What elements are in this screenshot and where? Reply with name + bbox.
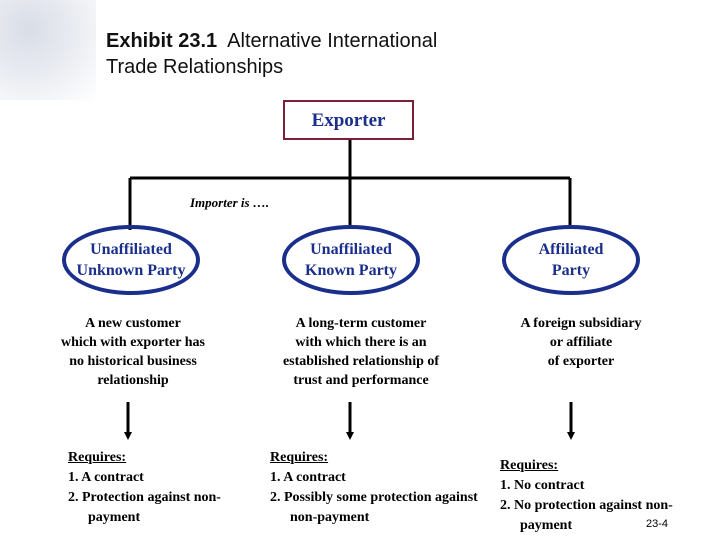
description-line: no historical business <box>69 354 197 369</box>
requirement-item: 2. Possibly some protection against non-… <box>270 490 478 525</box>
requirement-item: 1. A contract <box>270 470 346 485</box>
node-unaffiliated-known: Unaffiliated Known Party <box>282 225 420 295</box>
requirement-item: 1. A contract <box>68 470 144 485</box>
requirement-item: 1. No contract <box>500 478 585 493</box>
node-line2: Unknown Party <box>76 262 186 279</box>
description-line: which with exporter has <box>60 335 206 350</box>
description-line: established relationship of <box>282 354 440 369</box>
node-line1: Affiliated <box>538 241 604 258</box>
page-number: 23-4 <box>646 518 669 530</box>
node-line1: Unaffiliated <box>310 241 392 258</box>
requirements-heading: Requires: <box>500 458 559 473</box>
node-line2: Known Party <box>305 262 397 279</box>
description-line: A long-term customer <box>295 316 427 331</box>
node-line2: Party <box>551 262 591 279</box>
node-line1: Unaffiliated <box>90 241 172 258</box>
exhibit-label: Exhibit 23.1 <box>106 30 218 52</box>
requirements-heading: Requires: <box>270 450 329 465</box>
requirements-affiliated: Requires: 1. No contract 2. No protectio… <box>500 456 680 536</box>
description-unaffiliated-known: A long-term customer with which there is… <box>256 314 466 390</box>
node-unaffiliated-unknown: Unaffiliated Unknown Party <box>62 225 200 295</box>
description-line: A new customer <box>85 316 181 331</box>
importer-label: Importer is …. <box>190 195 270 210</box>
description-line: of exporter <box>547 354 615 369</box>
requirement-item: 2. No protection against non-payment <box>500 498 673 533</box>
title-line1: Alternative International <box>227 30 438 52</box>
description-line: trust and performance <box>293 373 429 388</box>
requirement-item: 2. Protection against non-payment <box>68 490 221 525</box>
description-line: or affiliate <box>549 335 613 350</box>
description-line: A foreign subsidiary <box>520 316 642 331</box>
page-title: Exhibit 23.1 Alternative International T… <box>106 28 626 80</box>
title-line2: Trade Relationships <box>106 56 284 78</box>
requirements-unaffiliated-known: Requires: 1. A contract 2. Possibly some… <box>270 448 480 528</box>
requirements-heading: Requires: <box>68 450 127 465</box>
requirements-unaffiliated-unknown: Requires: 1. A contract 2. Protection ag… <box>68 448 238 528</box>
description-line: relationship <box>97 373 169 388</box>
exporter-box: Exporter <box>283 100 414 140</box>
description-line: with which there is an <box>295 335 427 350</box>
decorative-corner-graphic <box>0 0 96 100</box>
description-unaffiliated-unknown: A new customer which with exporter has n… <box>28 314 238 390</box>
node-affiliated: Affiliated Party <box>502 225 640 295</box>
description-affiliated: A foreign subsidiary or affiliate of exp… <box>476 314 686 371</box>
